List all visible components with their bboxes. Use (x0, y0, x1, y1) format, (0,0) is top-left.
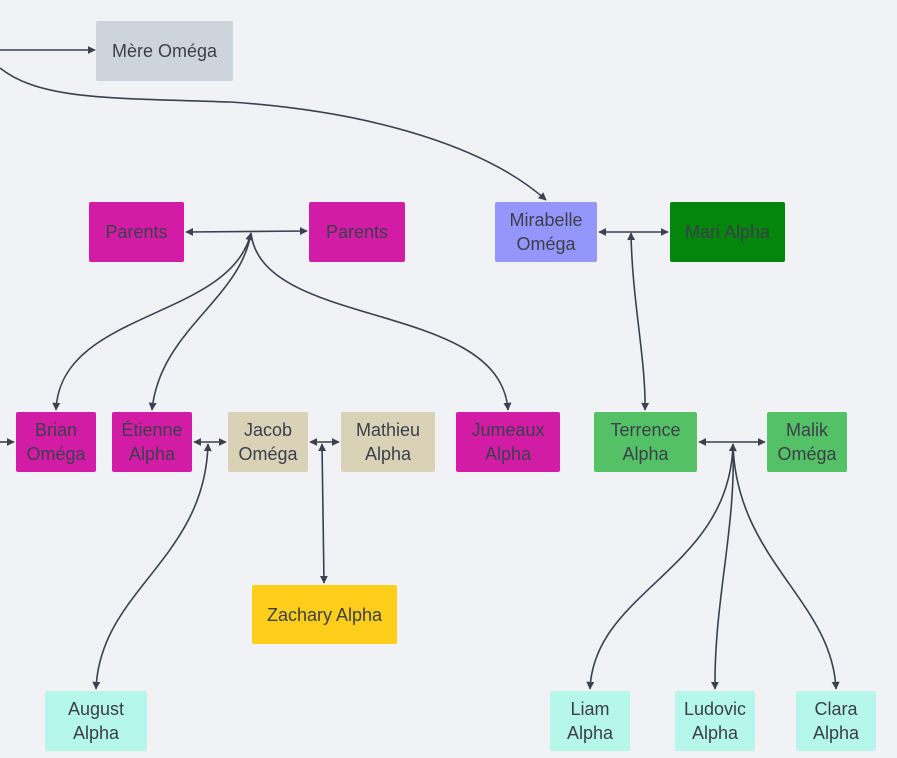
node-jacob-omega[interactable]: Jacob Oméga (228, 412, 308, 472)
edge-parents-jumeaux (250, 232, 512, 411)
node-label: Clara Alpha (812, 699, 860, 743)
node-mathieu-alpha[interactable]: Mathieu Alpha (341, 412, 435, 472)
edge-parents-etienne (148, 232, 252, 411)
edge-terrence-liam (586, 443, 737, 690)
edge-parents-brian (52, 232, 254, 411)
node-parents-right[interactable]: Parents (309, 202, 405, 262)
node-august-alpha[interactable]: August Alpha (45, 691, 147, 751)
node-mari-alpha[interactable]: Mari Alpha (670, 202, 785, 262)
node-zachary-alpha[interactable]: Zachary Alpha (252, 585, 397, 644)
node-parents-left[interactable]: Parents (89, 202, 184, 262)
node-label: Mathieu Alpha (355, 420, 421, 464)
node-etienne-alpha[interactable]: Étienne Alpha (112, 412, 192, 472)
node-ludovic-alpha[interactable]: Ludovic Alpha (675, 691, 755, 751)
node-label: Zachary Alpha (266, 604, 383, 625)
node-malik-omega[interactable]: Malik Oméga (767, 412, 847, 472)
node-label: Brian Oméga (26, 420, 86, 464)
node-label: Ludovic Alpha (683, 699, 747, 743)
edge-terrence-ludovic (710, 443, 735, 690)
edge-mari-link-terrence (627, 232, 650, 411)
node-label: Jacob Oméga (238, 420, 298, 464)
node-label: Liam Alpha (566, 699, 614, 743)
node-label: Parents (105, 222, 168, 242)
node-brian-omega[interactable]: Brian Oméga (16, 412, 96, 472)
node-label: Terrence Alpha (610, 420, 681, 464)
node-jumeaux-alpha[interactable]: Jumeaux Alpha (456, 412, 560, 472)
edge-to-mirabelle (0, 67, 547, 201)
node-label: August Alpha (67, 699, 125, 743)
node-mere-omega[interactable]: Mère Oméga (96, 21, 233, 81)
node-liam-alpha[interactable]: Liam Alpha (550, 691, 630, 751)
edge-jacob-zachary (318, 443, 328, 584)
node-label: Étienne Alpha (121, 420, 183, 464)
node-label: Mirabelle Oméga (509, 210, 583, 254)
node-label: Jumeaux Alpha (471, 420, 545, 464)
node-mirabelle-omega[interactable]: Mirabelle Oméga (495, 202, 597, 262)
node-clara-alpha[interactable]: Clara Alpha (796, 691, 876, 751)
node-label: Mère Oméga (111, 41, 218, 61)
node-terrence-alpha[interactable]: Terrence Alpha (594, 412, 697, 472)
node-label: Mari Alpha (684, 222, 771, 242)
edge-etienne-august (92, 443, 212, 690)
edge-parents-link (185, 227, 308, 236)
node-label: Malik Oméga (777, 420, 837, 464)
edge-terrence-clara (732, 443, 840, 690)
node-label: Parents (325, 222, 389, 242)
